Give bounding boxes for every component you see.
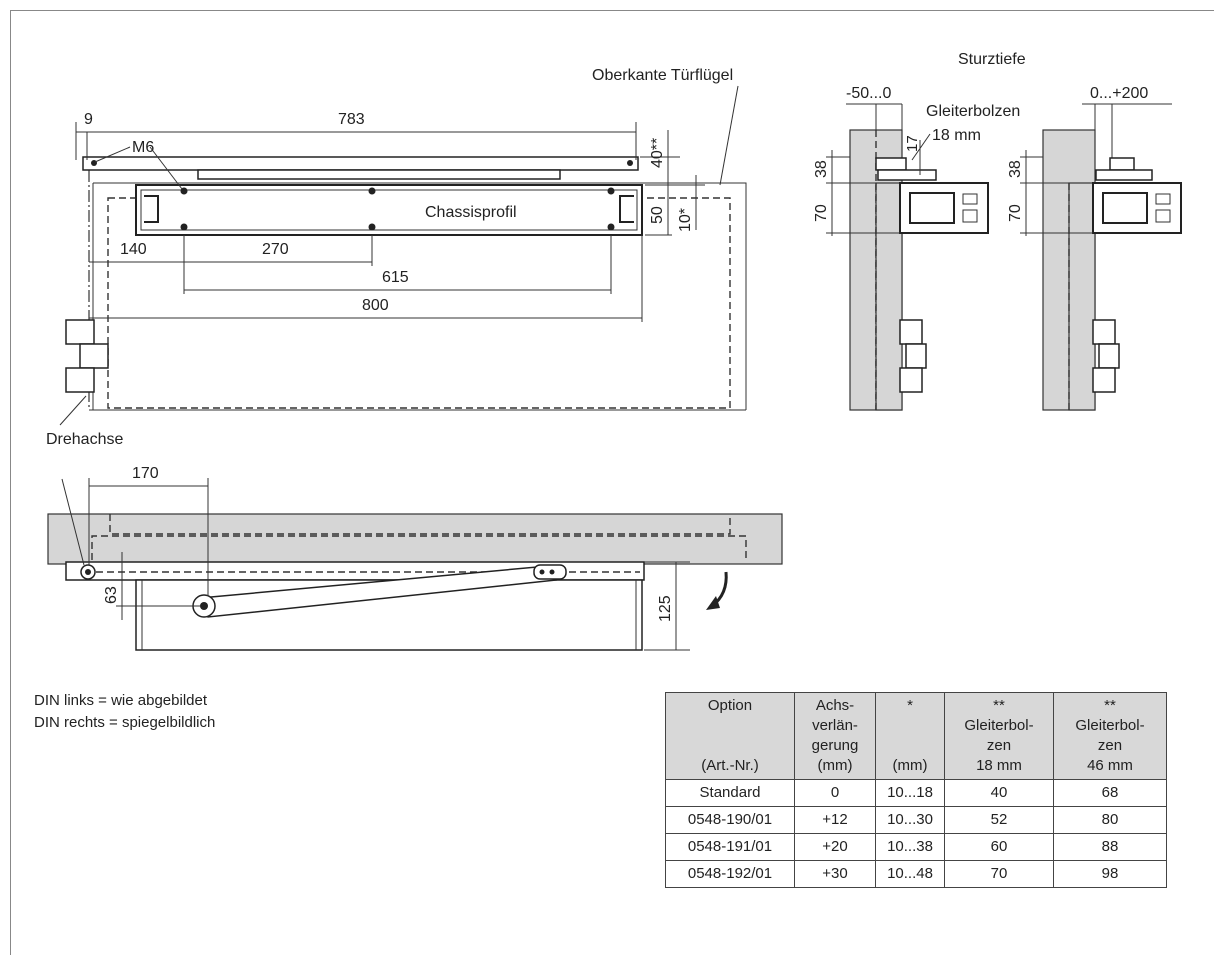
header-achsverlaengerung: Achs-verlän-gerung(mm)	[794, 692, 876, 780]
cell-option: 0548-191/01	[665, 833, 795, 861]
table-row: 0548-190/01 +12 10...30 52 80	[665, 806, 1167, 834]
options-table: Option (Art.-Nr.) Achs-verlän-gerung(mm)…	[665, 692, 1167, 888]
lintel	[47, 513, 783, 565]
cell-star: 10...48	[875, 860, 945, 888]
dim-50: 50	[649, 206, 666, 224]
dim-140: 140	[120, 241, 147, 258]
cell-gb18: 60	[944, 833, 1054, 861]
end-cap-left	[144, 195, 159, 223]
dim-38a: 38	[813, 160, 830, 178]
cell-option: Standard	[665, 779, 795, 807]
dim-70b: 70	[1007, 204, 1024, 222]
dim-17: 17	[904, 135, 921, 152]
label-chassisprofil: Chassisprofil	[425, 204, 517, 221]
table-header-row: Option (Art.-Nr.) Achs-verlän-gerung(mm)…	[665, 692, 1167, 780]
dim-125: 125	[657, 595, 674, 622]
label-m6: M6	[132, 139, 154, 156]
header-star: * (mm)	[875, 692, 945, 780]
cell-achs: +30	[794, 860, 876, 888]
cell-star: 10...30	[875, 806, 945, 834]
label-gleiterbolzen-18: 18 mm	[932, 127, 981, 144]
drawing-frame	[10, 10, 1214, 955]
hinge-middle	[79, 343, 109, 369]
dim-pos200: 0...+200	[1090, 85, 1148, 102]
dim-10: 10*	[677, 208, 694, 232]
table-row: 0548-192/01 +30 10...48 70 98	[665, 860, 1167, 888]
dim-783: 783	[338, 111, 365, 128]
dim-615: 615	[382, 269, 409, 286]
cell-gb18: 70	[944, 860, 1054, 888]
dim-neg50: -50...0	[846, 85, 891, 102]
table-row: 0548-191/01 +20 10...38 60 88	[665, 833, 1167, 861]
screw-hole	[627, 160, 633, 166]
cell-gb18: 40	[944, 779, 1054, 807]
cell-star: 10...38	[875, 833, 945, 861]
section-view-left: Sturztiefe -50...0 Gleiterbolzen 18 mm 3…	[813, 51, 1026, 411]
cell-achs: 0	[794, 779, 876, 807]
screw-hole	[91, 160, 97, 166]
dim-800: 800	[362, 297, 389, 314]
cell-achs: +12	[794, 806, 876, 834]
label-gleiterbolzen: Gleiterbolzen	[926, 103, 1020, 120]
end-cap-right	[619, 195, 634, 223]
label-sturztiefe: Sturztiefe	[958, 51, 1026, 68]
slider	[197, 169, 561, 180]
cell-gb46: 98	[1053, 860, 1167, 888]
bottom-view: 170 63 125	[47, 465, 783, 651]
chassis-inner	[140, 189, 638, 231]
label-oberkante: Oberkante Türflügel	[592, 67, 733, 84]
dim-63: 63	[103, 586, 120, 604]
door-leaf-hidden-outline	[107, 197, 731, 409]
cell-option: 0548-192/01	[665, 860, 795, 888]
table-row: Standard 0 10...18 40 68	[665, 779, 1167, 807]
chassis-profile	[135, 184, 643, 236]
dim-9: 9	[84, 111, 93, 128]
din-notes: DIN links = wie abgebildet DIN rechts = …	[34, 690, 215, 734]
note-din-links: DIN links = wie abgebildet	[34, 692, 208, 709]
dim-38b: 38	[1007, 160, 1024, 178]
cell-gb18: 52	[944, 806, 1054, 834]
dim-270: 270	[262, 241, 289, 258]
dim-170: 170	[132, 465, 159, 482]
cell-option: 0548-190/01	[665, 806, 795, 834]
cell-gb46: 88	[1053, 833, 1167, 861]
cell-achs: +20	[794, 833, 876, 861]
cell-gb46: 80	[1053, 806, 1167, 834]
label-drehachse: Drehachse	[46, 431, 123, 448]
hinge-lower	[65, 367, 95, 393]
section-view-right: 0...+200 38 70	[1007, 85, 1182, 411]
header-option: Option (Art.-Nr.)	[665, 692, 795, 780]
top-view: 9 783 M6 40** 50 10* Oberkante Türflügel…	[46, 67, 747, 448]
dim-70a: 70	[813, 204, 830, 222]
note-din-rechts: DIN rechts = spiegelbildlich	[34, 714, 216, 731]
cell-gb46: 68	[1053, 779, 1167, 807]
cell-star: 10...18	[875, 779, 945, 807]
hinge-upper	[65, 319, 95, 345]
dim-40: 40**	[649, 138, 666, 168]
